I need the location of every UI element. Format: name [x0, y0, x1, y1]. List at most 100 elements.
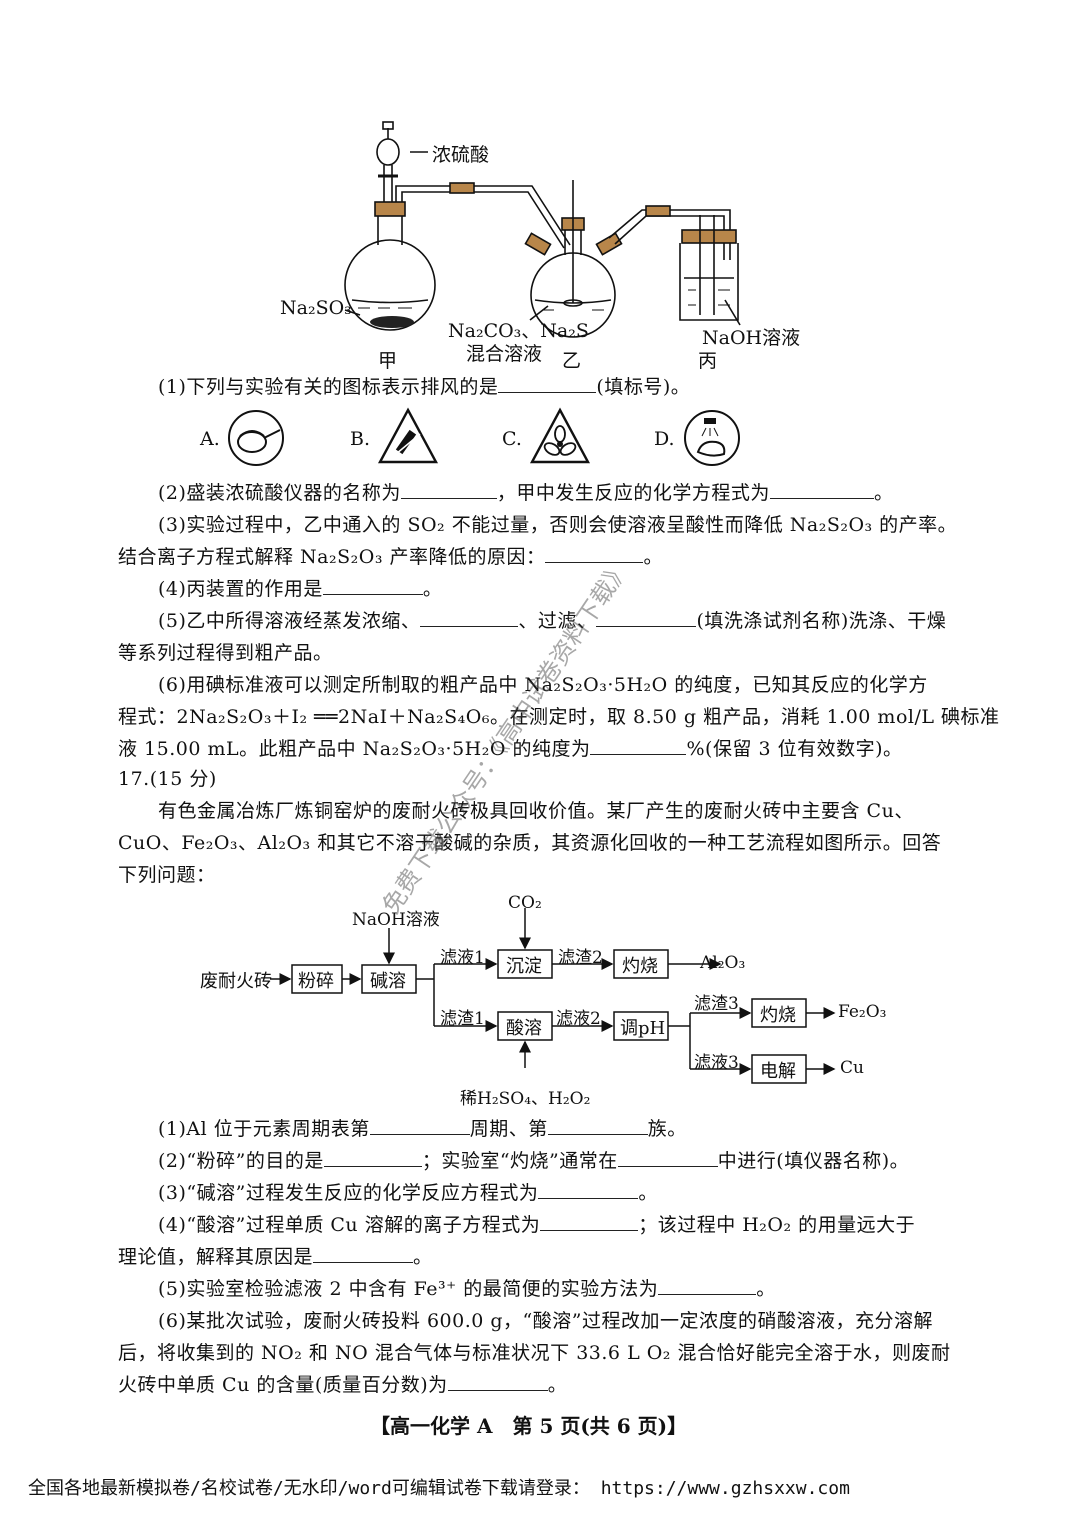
q16-p3-l2b: 。 — [643, 546, 663, 568]
flow-filtrate1: 滤液1 — [440, 948, 485, 968]
q17-p2-a: (2)“粉碎”的目的是 — [158, 1150, 324, 1172]
q17-p1: (1)Al 位于元素周期表第 周期、第 族。 — [158, 1116, 687, 1142]
q17-p3: (3)“碱溶”过程发生反应的化学反应方程式为 。 — [158, 1180, 658, 1206]
flow-naoh: NaOH溶液 — [352, 910, 440, 930]
q16-p4-a: (4)丙装置的作用是 — [158, 578, 323, 600]
q17-p6-l1: (6)某批次试验，废耐火砖投料 600.0 g，“酸溶”过程改加一定浓度的硝酸溶… — [158, 1310, 933, 1332]
flow-filtrate2: 滤液2 — [556, 1009, 601, 1029]
q16-p1: (1)下列与实验有关的图标表示排风的是 (填标号)。 — [158, 374, 690, 400]
answer-blank[interactable] — [538, 1180, 639, 1199]
q16-p1-a: (1)下列与实验有关的图标表示排风的是 — [158, 376, 499, 398]
q17-p3-a: (3)“碱溶”过程发生反应的化学反应方程式为 — [158, 1182, 539, 1204]
page-footer: 【高一化学 A 第 5 页(共 6 页)】 — [370, 1414, 688, 1438]
q16-p1-b: (填标号)。 — [596, 376, 691, 398]
q16-p5-a: (5)乙中所得溶液经蒸发浓缩、 — [158, 610, 421, 632]
label-mix-2: 混合溶液 — [466, 343, 543, 365]
flow-burn2: 灼烧 — [760, 1005, 796, 1026]
q16-p4: (4)丙装置的作用是 。 — [158, 576, 442, 602]
q16-p3-l2: 结合离子方程式解释 Na₂S₂O₃ 产率降低的原因： 。 — [118, 544, 663, 570]
q16-p5: (5)乙中所得溶液经蒸发浓缩、 、过滤、 (填洗涤试剂名称)洗涤、干燥 — [158, 608, 946, 634]
answer-blank[interactable] — [420, 608, 519, 627]
flow-filtrate3: 滤液3 — [694, 1053, 739, 1073]
q17-p6-l3b: 。 — [547, 1374, 568, 1396]
flow-electro: 电解 — [760, 1061, 796, 1082]
apparatus-diagram — [344, 121, 741, 338]
q17-p2-b: ；实验室“灼烧”通常在 — [421, 1150, 618, 1172]
flow-precip: 沉淀 — [506, 956, 542, 977]
q16-p3-l1: (3)实验过程中，乙中通入的 SO₂ 不能过量，否则会使溶液呈酸性而降低 Na₂… — [158, 514, 958, 536]
answer-blank[interactable] — [498, 374, 597, 393]
q17-p1-b: 周期、第 — [469, 1118, 548, 1140]
answer-blank[interactable] — [545, 544, 644, 563]
answer-blank[interactable] — [769, 480, 874, 499]
sharp-object-warning-icon — [377, 407, 439, 464]
flow-alkali: 碱溶 — [370, 971, 406, 992]
download-notice: 全国各地最新模拟卷/名校试卷/无水印/word可编辑试卷下载请登录： https… — [28, 1478, 850, 1499]
option-d-label: D. — [654, 428, 675, 450]
answer-blank[interactable] — [547, 1116, 648, 1135]
answer-blank[interactable] — [658, 1276, 757, 1295]
answer-blank[interactable] — [590, 736, 687, 755]
q17-p1-a: (1)Al 位于元素周期表第 — [158, 1118, 370, 1140]
q17-p6-l2: 后，将收集到的 NO₂ 和 NO 混合气体与标准状况下 33.6 L O₂ 混合… — [118, 1342, 951, 1364]
exhaust-fan-icon — [529, 407, 591, 464]
flow-co2: CO₂ — [508, 893, 542, 913]
label-naoh: NaOH溶液 — [702, 327, 801, 349]
flow-start: 废耐火砖 — [200, 971, 272, 992]
flow-residue2: 滤渣2 — [558, 948, 603, 968]
q17-heading: 17.(15 分) — [118, 768, 217, 790]
q17-p4-a: (4)“酸溶”过程单质 Cu 溶解的离子方程式为 — [158, 1214, 541, 1236]
flow-burn1: 灼烧 — [622, 956, 658, 977]
q17-intro-3: 下列问题： — [118, 864, 216, 886]
answer-blank[interactable] — [617, 1148, 718, 1167]
q17-intro-2: CuO、Fe₂O₃、Al₂O₃ 和其它不溶于酸碱的杂质，其资源化回收的一种工艺流… — [118, 832, 942, 854]
answer-blank[interactable] — [322, 576, 423, 595]
q17-p2-c: 中进行(填仪器名称)。 — [717, 1150, 910, 1172]
process-flowchart — [270, 908, 836, 1084]
label-mix-1: Na₂CO₃、Na₂S — [448, 320, 589, 342]
heating-icon — [228, 410, 284, 466]
label-jia: 甲 — [378, 350, 398, 372]
flow-residue3: 滤渣3 — [694, 994, 739, 1014]
answer-blank[interactable] — [323, 1148, 422, 1167]
flow-residue1: 滤渣1 — [440, 1009, 485, 1029]
answer-blank[interactable] — [400, 480, 497, 499]
answer-blank[interactable] — [313, 1244, 414, 1263]
q17-p5: (5)实验室检验滤液 2 中含有 Fe³⁺ 的最简便的实验方法为 。 — [158, 1276, 776, 1302]
answer-blank[interactable] — [369, 1116, 470, 1135]
answer-blank[interactable] — [447, 1372, 548, 1391]
q16-p5-l2: 等系列过程得到粗产品。 — [118, 642, 333, 664]
q16-p6-l3: 液 15.00 mL。此粗产品中 Na₂S₂O₃·5H₂O 的纯度为%(保留 3… — [118, 736, 903, 762]
q16-p2: (2)盛装浓硫酸仪器的名称为，甲中发生反应的化学方程式为。 — [158, 480, 893, 506]
label-bing: 丙 — [698, 350, 718, 372]
q16-p5-c: (填洗涤试剂名称)洗涤、干燥 — [696, 610, 947, 632]
q17-p4-l2a: 理论值，解释其原因是 — [118, 1246, 314, 1268]
q16-p6-l2: 程式：2Na₂S₂O₃＋I₂ ══2NaI＋Na₂S₄O₆。在测定时，取 8.5… — [118, 706, 1000, 728]
q17-p5-a: (5)实验室检验滤液 2 中含有 Fe³⁺ 的最简便的实验方法为 — [158, 1278, 659, 1300]
q17-p4-l2b: 。 — [413, 1246, 433, 1268]
flow-fe2o3: Fe₂O₃ — [838, 1002, 887, 1022]
answer-blank[interactable] — [540, 1212, 639, 1231]
q16-p2-b: ，甲中发生反应的化学方程式为 — [496, 482, 770, 504]
q17-p3-b: 。 — [638, 1182, 658, 1204]
label-yi: 乙 — [562, 350, 582, 372]
q17-p6-l3: 火砖中单质 Cu 的含量(质量百分数)为。 — [118, 1372, 567, 1398]
flow-acid-reagents: 稀H₂SO₄、H₂O₂ — [460, 1089, 591, 1109]
q17-p1-c: 族。 — [647, 1118, 687, 1140]
q17-p5-b: 。 — [756, 1278, 776, 1300]
q16-p3-l2a: 结合离子方程式解释 Na₂S₂O₃ 产率降低的原因： — [118, 546, 546, 568]
q16-p4-b: 。 — [422, 578, 443, 600]
q17-p4-l2: 理论值，解释其原因是 。 — [118, 1244, 433, 1270]
label-na2so3: Na₂SO₃ — [280, 297, 352, 319]
label-conc-acid: 浓硫酸 — [432, 144, 490, 166]
flow-cu: Cu — [840, 1058, 864, 1078]
option-a-label: A. — [200, 428, 220, 450]
q17-p2: (2)“粉碎”的目的是 ；实验室“灼烧”通常在 中进行(填仪器名称)。 — [158, 1148, 909, 1174]
answer-blank[interactable] — [596, 608, 697, 627]
q16-p5-b: 、过滤、 — [518, 610, 597, 632]
q16-p2-c: 。 — [873, 482, 894, 504]
q17-intro-1: 有色金属冶炼厂炼铜窑炉的废耐火砖极具回收价值。某厂产生的废耐火砖中主要含 Cu、 — [158, 800, 914, 822]
q16-p6-l1: (6)用碘标准液可以测定所制取的粗产品中 Na₂S₂O₃·5H₂O 的纯度，已知… — [158, 674, 928, 696]
flow-crush: 粉碎 — [298, 971, 334, 992]
